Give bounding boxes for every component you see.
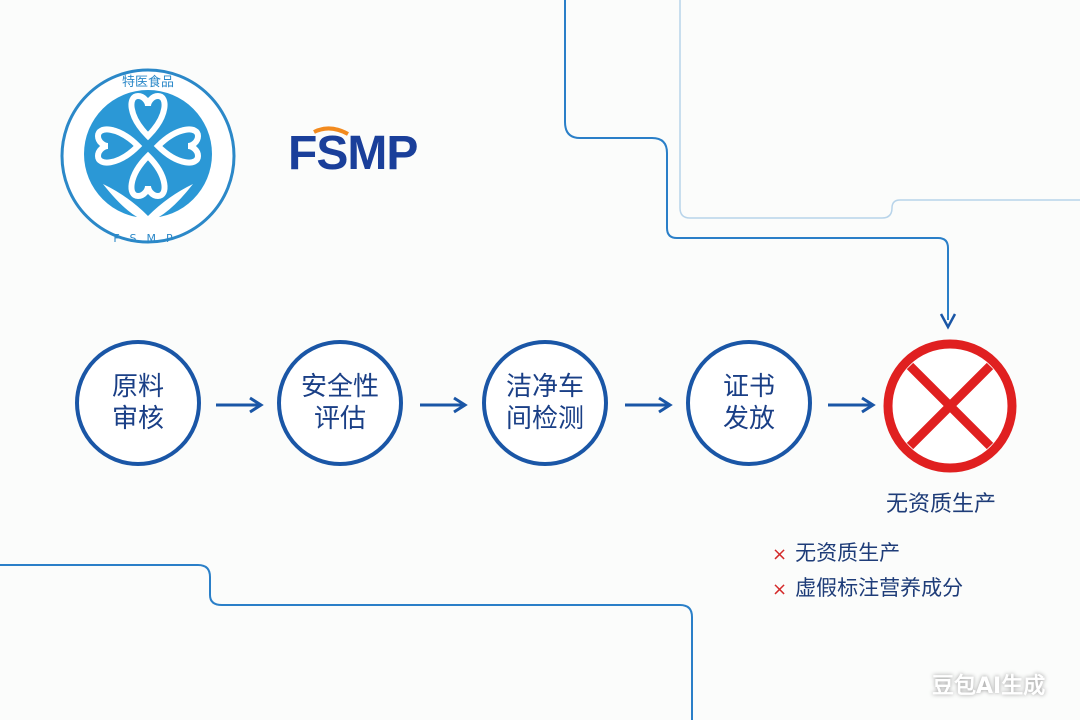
step-raw-material-review: 原料审核 <box>75 340 201 466</box>
seal-top-text: 特医食品 <box>122 74 174 90</box>
step-cleanroom-inspection: 洁净车间检测 <box>482 340 608 466</box>
violation-item: × 虚假标注营养成分 <box>772 572 963 602</box>
fsmp-seal-logo: 特医食品 FSMP <box>60 68 236 245</box>
arrow-right-icon <box>420 396 468 414</box>
step-safety-assessment: 安全性评估 <box>277 340 403 466</box>
step-label: 安全性评估 <box>300 372 379 434</box>
step-label: 洁净车间检测 <box>505 372 584 434</box>
step-label: 证书发放 <box>722 372 775 434</box>
violation-title: 无资质生产 <box>886 492 997 517</box>
fsmp-wordmark: FSMP <box>288 127 418 180</box>
arrow-right-icon <box>828 396 876 414</box>
seal-bottom-text: FSMP <box>113 232 182 245</box>
wordmark-swoosh <box>313 126 349 136</box>
violation-item-text: 无资质生产 <box>795 541 901 565</box>
prohibited-x-icon <box>883 339 1017 473</box>
step-label: 原料审核 <box>111 372 164 434</box>
red-x-icon: × <box>772 579 788 600</box>
arrow-right-icon <box>625 396 673 414</box>
step-certificate-issuance: 证书发放 <box>686 340 812 466</box>
watermark: 豆包AI生成 <box>932 674 1046 699</box>
arrow-right-icon <box>216 396 264 414</box>
violation-item: × 无资质生产 <box>772 537 900 567</box>
violation-item-text: 虚假标注营养成分 <box>795 576 964 600</box>
red-x-icon: × <box>772 544 788 565</box>
